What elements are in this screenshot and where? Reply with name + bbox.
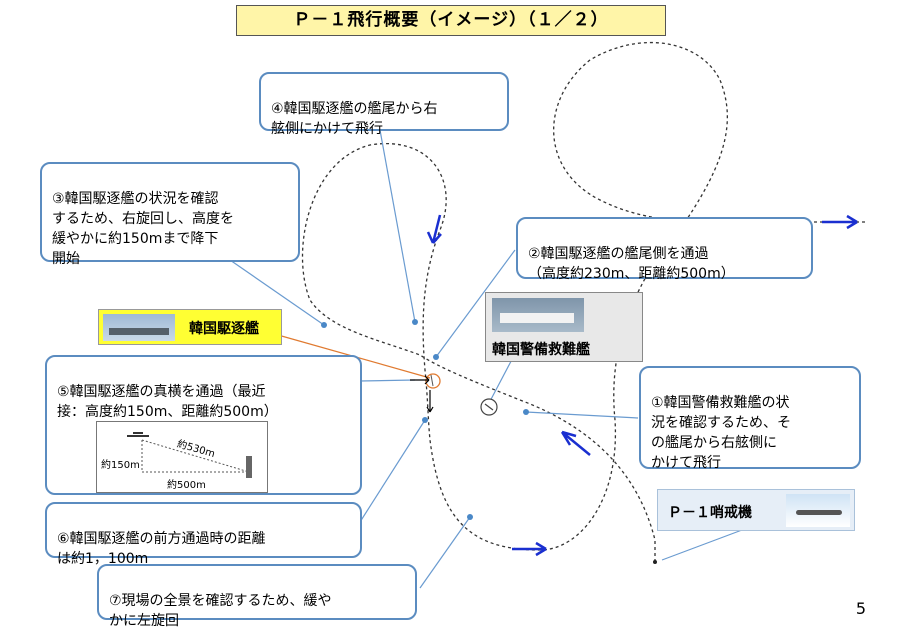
inset-altitude-label: 約150m (101, 460, 140, 471)
callout-step-6-text: ⑥韓国駆逐艦の前方通過時の距離 は約1，100m (57, 531, 266, 567)
aircraft-label-text: Ｐ－１哨戒機 (668, 505, 752, 521)
rescue-ship-label: 韓国警備救難艦 (485, 292, 643, 362)
destroyer-position-marker (410, 373, 441, 413)
callout-step-7: ⑦現場の全景を確認するため、緩や かに左旋回 (97, 564, 417, 629)
destroyer-label-text: 韓国駆逐艦 (189, 321, 259, 337)
direction-arrow-2 (426, 214, 442, 244)
callout-step-6: ⑥韓国駆逐艦の前方通過時の距離 は約1，100m (45, 502, 362, 567)
direction-arrow-4 (822, 214, 858, 230)
direction-arrow-3 (512, 541, 547, 557)
inset-horizontal-label: 約500m (167, 480, 206, 491)
aircraft-label: Ｐ－１哨戒機 (657, 489, 855, 531)
approach-geometry-sketch (127, 432, 252, 478)
aircraft-body (796, 510, 842, 515)
destroyer-label: 韓国駆逐艦 (98, 309, 282, 345)
callout-step-4: ④韓国駆逐艦の艦尾から右 舷側にかけて飛行 (259, 72, 509, 137)
callout-step-2: ②韓国駆逐艦の艦尾側を通過 （高度約230m、距離約500m） (516, 217, 813, 282)
callout-step-1: ①韓国警備救難艦の状 況を確認するため、そ の艦尾から右舷側に かけて飛行 (639, 366, 861, 471)
callout-step-3: ③韓国駆逐艦の状況を確認 するため、右旋回し、高度を 緩やかに約150mまで降下… (40, 162, 300, 267)
direction-arrow-1 (560, 430, 591, 456)
flight-path (301, 41, 761, 562)
destroyer-silhouette (246, 456, 252, 478)
aircraft-silhouette (127, 432, 149, 437)
rescue-ship-shape (500, 313, 574, 323)
callout-step-1-text: ①韓国警備救難艦の状 況を確認するため、そ の艦尾から右舷側に かけて飛行 (651, 395, 791, 471)
callout-step-5-text: ⑤韓国駆逐艦の真横を通過（最近 接：高度約150m、距離約500m） (57, 384, 278, 420)
rescue-ship-label-text: 韓国警備救難艦 (492, 342, 590, 358)
approach-geometry-inset: 約150m 約530m 約500m (96, 421, 268, 493)
callout-step-7-text: ⑦現場の全景を確認するため、緩や かに左旋回 (109, 593, 332, 629)
page-title: Ｐ－１飛行概要（イメージ）（１／２） (236, 5, 666, 36)
rescue-ship-marker (480, 398, 498, 416)
callout-step-4-text: ④韓国駆逐艦の艦尾から右 舷側にかけて飛行 (271, 101, 438, 137)
destroyer-photo (103, 314, 175, 341)
page-number: 5 (855, 599, 866, 618)
callout-step-2-text: ②韓国駆逐艦の艦尾側を通過 （高度約230m、距離約500m） (528, 246, 735, 282)
callout-step-3-text: ③韓国駆逐艦の状況を確認 するため、右旋回し、高度を 緩やかに約150mまで降下… (52, 191, 234, 267)
destroyer-ship-shape (109, 328, 169, 335)
